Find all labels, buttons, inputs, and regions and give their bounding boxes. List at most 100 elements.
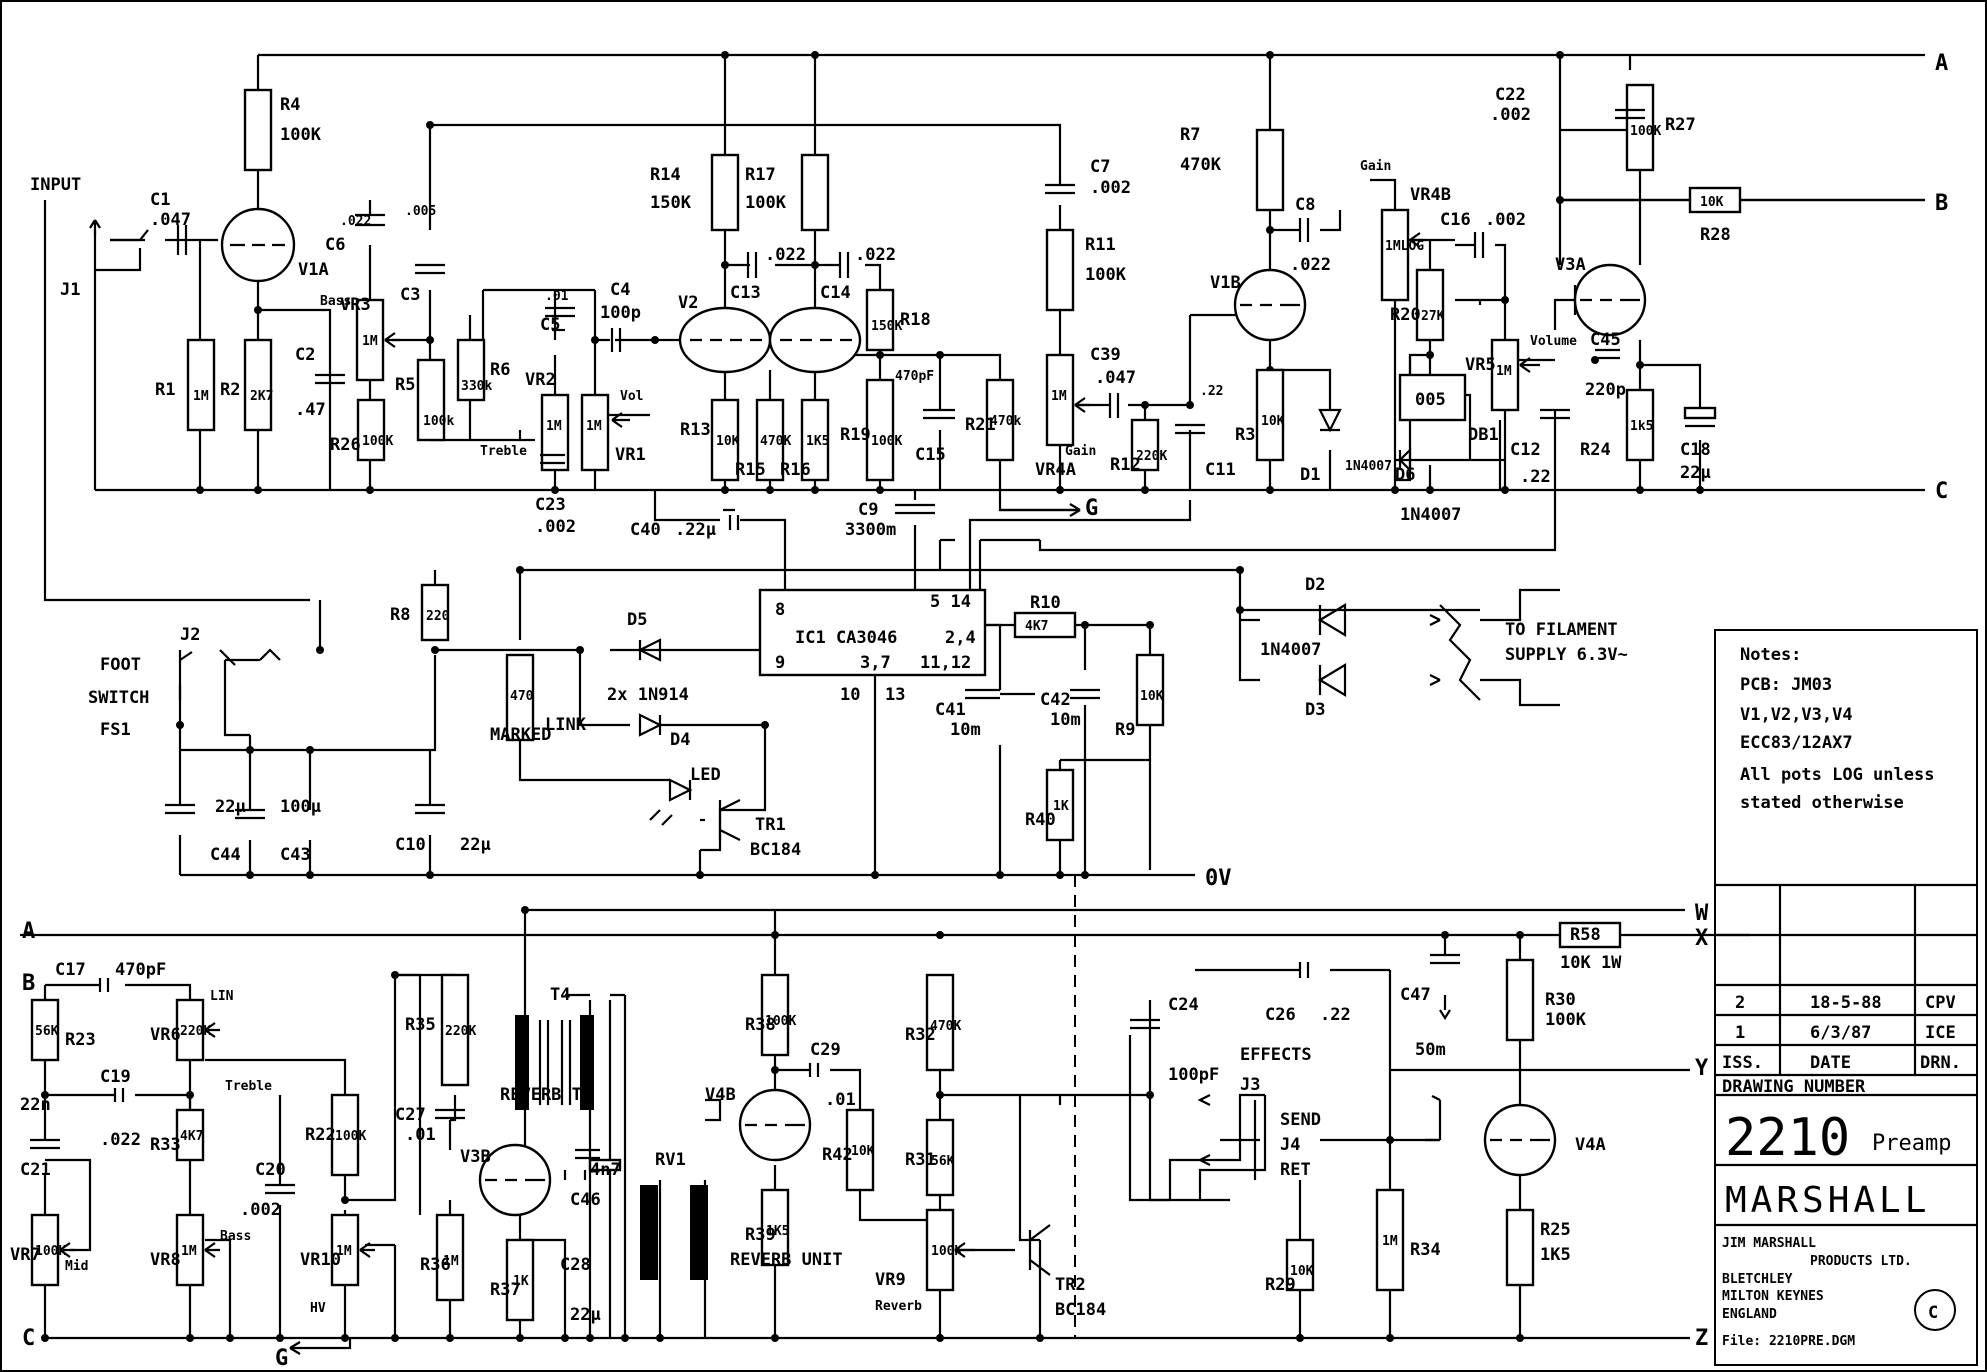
r23-ref: R23 <box>65 1030 96 1050</box>
r37-val: 1K <box>513 1274 529 1289</box>
c24-ref: C24 <box>1168 995 1199 1015</box>
r1-val: 1M <box>193 389 209 404</box>
r21-val: 470k <box>990 414 1021 429</box>
c10-ref: C10 <box>395 835 426 855</box>
v1a-label: V1A <box>298 260 329 280</box>
iss-header: ISS. <box>1722 1053 1763 1073</box>
c39-ref: C39 <box>1090 345 1121 365</box>
rail-z-label: Z <box>1695 1326 1708 1351</box>
c1-ref: C1 <box>150 190 170 210</box>
r40-ref: R40 <box>1025 810 1056 830</box>
r20-val: 27K <box>1421 309 1445 324</box>
vr4b-ref: VR4B <box>1410 185 1451 205</box>
r32-val: 470K <box>930 1019 961 1034</box>
vr5-ref: VR5 <box>1465 355 1496 375</box>
vr9-ref: VR9 <box>875 1270 906 1290</box>
r8-val: 220 <box>426 609 450 624</box>
c29-ref: C29 <box>810 1040 841 1060</box>
vr4a-ref: VR4A <box>1035 460 1076 480</box>
t4-label: T4 <box>550 985 570 1005</box>
d2-label: D2 <box>1305 575 1325 595</box>
c23-val: .002 <box>535 517 576 537</box>
vr4b-name: Gain <box>1360 159 1391 174</box>
rev1-num: 1 <box>1735 1023 1745 1043</box>
vr8-val: 1M <box>181 1244 197 1259</box>
c19-ref: C19 <box>100 1067 131 1087</box>
rev2-by: CPV <box>1925 993 1956 1013</box>
vr8-ref: VR8 <box>150 1250 181 1270</box>
c3-val: .005 <box>405 204 436 219</box>
link-label: LINK <box>545 715 587 735</box>
r20-ref: R20 <box>1390 305 1421 325</box>
c45-ref: C45 <box>1590 330 1621 350</box>
r26-val: 100K <box>362 434 393 449</box>
rail-b-lower-label: B <box>22 971 35 996</box>
r31-val: 56K <box>931 1154 955 1169</box>
c26-ref: C26 <box>1265 1005 1296 1025</box>
vr3-val: 1M <box>362 334 378 349</box>
vr4a-name: Gain <box>1065 444 1096 459</box>
rv1-label: RV1 <box>655 1150 686 1170</box>
vr4b-val: 1MLOG <box>1385 239 1424 254</box>
r5-ref: R5 <box>395 375 415 395</box>
r28-ref: R28 <box>1700 225 1731 245</box>
r25-ref: R25 <box>1540 1220 1571 1240</box>
company-line1: JIM MARSHALL <box>1722 1236 1816 1251</box>
led-label: LED <box>690 765 721 785</box>
tr2-type: BC184 <box>1055 1300 1106 1320</box>
c22-ref: C22 <box>1495 85 1526 105</box>
r9-ref: R9 <box>1115 720 1135 740</box>
vr3-ref: VR3 <box>340 295 371 315</box>
c27-ref: C27 <box>395 1105 426 1125</box>
c11-ref: C11 <box>1205 460 1236 480</box>
r15-val: 470K <box>760 434 791 449</box>
send-label: SEND <box>1280 1110 1321 1130</box>
preamp-label: Preamp <box>1872 1131 1951 1156</box>
rail-x-label: X <box>1695 926 1708 951</box>
ic-name: IC1 CA3046 <box>795 628 897 648</box>
r12-val: 220K <box>1136 449 1167 464</box>
c21-val: 22n <box>20 1095 51 1115</box>
j3-label: J3 <box>1240 1075 1260 1095</box>
r27-ref: R27 <box>1665 115 1696 135</box>
capacitor-plates <box>30 108 1717 1195</box>
drawing-number-header: DRAWING NUMBER <box>1722 1077 1866 1097</box>
c7-val: .002 <box>1090 178 1131 198</box>
reg-label: 005 <box>1415 390 1446 410</box>
r2-ref: R2 <box>220 380 240 400</box>
r8-ref: R8 <box>390 605 410 625</box>
r4-val: 100K <box>280 125 322 145</box>
ic-pin13: 13 <box>885 685 905 705</box>
c42-ref: C42 <box>1040 690 1071 710</box>
vr1-name: Vol <box>620 389 643 404</box>
vr1-val: 1M <box>586 419 602 434</box>
vr5-name: Volume <box>1530 334 1577 349</box>
vr3-name: Bass <box>320 294 351 309</box>
j1-label: J1 <box>60 280 80 300</box>
r10-val: 4K7 <box>1025 619 1048 634</box>
r3-ref: R3 <box>1235 425 1255 445</box>
r28-val: 10K <box>1700 195 1724 210</box>
vr6-name: Treble <box>225 1079 272 1094</box>
vr2-name: Treble <box>480 444 527 459</box>
resistor-bodies <box>30 83 1742 1322</box>
vr8-name: Bass <box>220 1229 251 1244</box>
c1-val: .047 <box>150 210 191 230</box>
r38-val: 100K <box>765 1014 796 1029</box>
c46-val: 4n7 <box>590 1160 621 1180</box>
rail-a-label: A <box>1935 51 1948 76</box>
junctions <box>41 51 1704 1342</box>
v2-label: V2 <box>678 293 698 313</box>
vr2-val: 1M <box>546 419 562 434</box>
r58-val: 10K 1W <box>1560 953 1622 973</box>
c43-val: 100µ <box>280 797 321 817</box>
vr7-name: Mid <box>65 1259 88 1274</box>
db1-label: DB1 <box>1468 425 1499 445</box>
c4-ref: C4 <box>610 280 630 300</box>
address-line3: ENGLAND <box>1722 1307 1777 1322</box>
c40-val: .22µ <box>675 520 716 540</box>
ic-pin514: 5 14 <box>930 592 971 612</box>
notes-line1: PCB: JM03 <box>1740 675 1832 695</box>
c6-ref: C6 <box>325 235 345 255</box>
